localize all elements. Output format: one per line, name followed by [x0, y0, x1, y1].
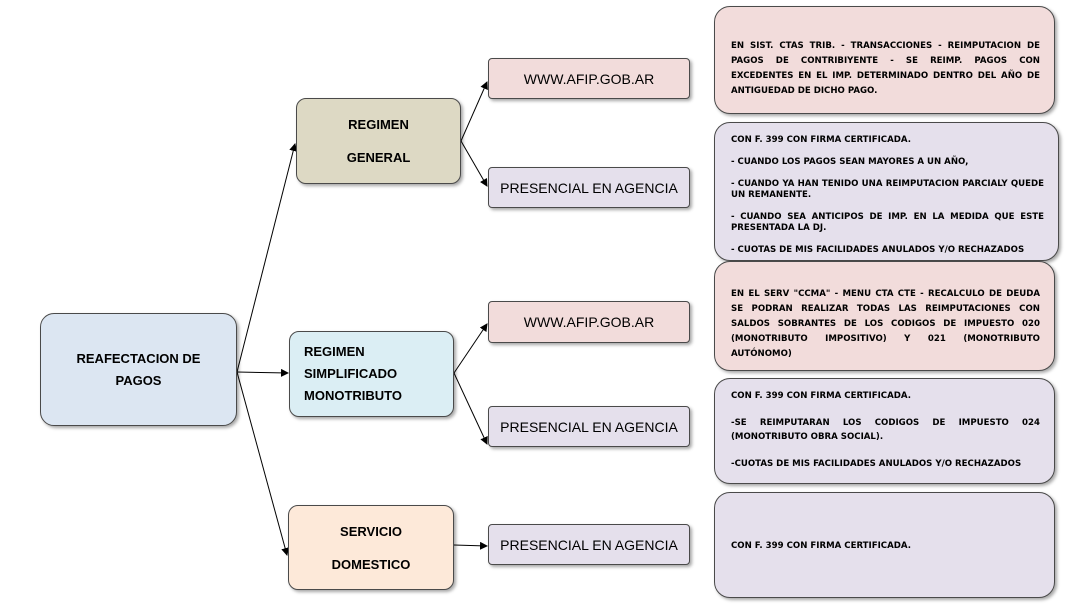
arrow-root-to-simplificado [236, 368, 289, 377]
category-regimen-general: REGIMEN GENERAL [296, 98, 461, 184]
detail-domestico-agency: CON F. 399 CON FIRMA CERTIFICADA. [714, 492, 1055, 598]
arrow-general-to-web [460, 81, 488, 142]
detail-general-agency-p5: - CUOTAS DE MIS FACILIDADES ANULADOS Y/O… [731, 245, 1025, 255]
detail-simp-agency-p1: CON F. 399 CON FIRMA CERTIFICADA. [731, 391, 911, 401]
root-label-line2: PAGOS [115, 372, 162, 388]
detail-general-agency: CON F. 399 CON FIRMA CERTIFICADA. - CUAN… [714, 122, 1059, 261]
arrow-root-to-general [236, 143, 298, 373]
detail-simp-agency-p2: -SE REIMPUTARAN LOS CODIGOS DE IMPUESTO … [731, 418, 1040, 442]
root-label-line1: REAFECTACION DE [76, 350, 201, 366]
detail-simplificado-web: EN EL SERV "CCMA" - MENU CTA CTE - RECAL… [714, 261, 1055, 371]
category-simp-line2: SIMPLIFICADO [304, 366, 398, 381]
detail-simplificado-agency: CON F. 399 CON FIRMA CERTIFICADA. -SE RE… [714, 378, 1055, 484]
method-domestico-agency: PRESENCIAL EN AGENCIA [488, 524, 690, 565]
method-simp-web-label: WWW.AFIP.GOB.AR [523, 314, 655, 330]
method-simplificado-agency: PRESENCIAL EN AGENCIA [488, 406, 690, 447]
category-regimen-simplificado: REGIMEN SIMPLIFICADO MONOTRIBUTO [289, 331, 454, 417]
detail-general-agency-p4: - CUANDO SEA ANTICIPOS DE IMP. EN LA MED… [731, 212, 1044, 233]
detail-general-web-text: EN SIST. CTAS TRIB. - TRANSACCIONES - RE… [731, 41, 1040, 96]
category-simp-line3: MONOTRIBUTO [304, 388, 402, 403]
category-general-line1: REGIMEN [348, 117, 409, 132]
method-simp-agency-label: PRESENCIAL EN AGENCIA [500, 418, 678, 435]
method-general-web: WWW.AFIP.GOB.AR [488, 58, 690, 99]
method-dom-agency-label: PRESENCIAL EN AGENCIA [500, 536, 678, 553]
category-simp-line1: REGIMEN [304, 344, 365, 359]
arrow-root-to-domestico [236, 371, 290, 556]
detail-general-agency-p3: - CUANDO YA HAN TENIDO UNA REIMPUTACION … [731, 179, 1044, 200]
detail-dom-agency-text: CON F. 399 CON FIRMA CERTIFICADA. [731, 541, 911, 551]
category-dom-line2: DOMESTICO [331, 556, 411, 572]
detail-general-agency-p2: - CUANDO LOS PAGOS SEAN MAYORES A UN AÑO… [731, 157, 969, 167]
category-servicio-domestico: SERVICIO DOMESTICO [288, 505, 454, 590]
method-general-web-label: WWW.AFIP.GOB.AR [523, 70, 655, 87]
arrow-simplificado-to-web [453, 323, 488, 374]
detail-simp-web-text: EN EL SERV "CCMA" - MENU CTA CTE - RECAL… [731, 289, 1040, 359]
method-simplificado-web: WWW.AFIP.GOB.AR [488, 301, 690, 343]
root-node-reafectacion: REAFECTACION DE PAGOS [40, 313, 237, 426]
arrow-general-to-agency [460, 140, 488, 187]
method-general-agency: PRESENCIAL EN AGENCIA [488, 167, 690, 208]
detail-simp-agency-p3: -CUOTAS DE MIS FACILIDADES ANULADOS Y/O … [731, 459, 1022, 469]
detail-general-agency-p1: CON F. 399 CON FIRMA CERTIFICADA. [731, 135, 911, 145]
category-dom-line1: SERVICIO [340, 523, 402, 539]
category-general-line2: GENERAL [346, 150, 411, 165]
detail-general-web: EN SIST. CTAS TRIB. - TRANSACCIONES - RE… [714, 6, 1055, 114]
arrow-simplificado-to-agency [453, 372, 488, 445]
method-general-agency-label: PRESENCIAL EN AGENCIA [500, 179, 678, 196]
arrow-domestico-to-agency [453, 541, 488, 550]
